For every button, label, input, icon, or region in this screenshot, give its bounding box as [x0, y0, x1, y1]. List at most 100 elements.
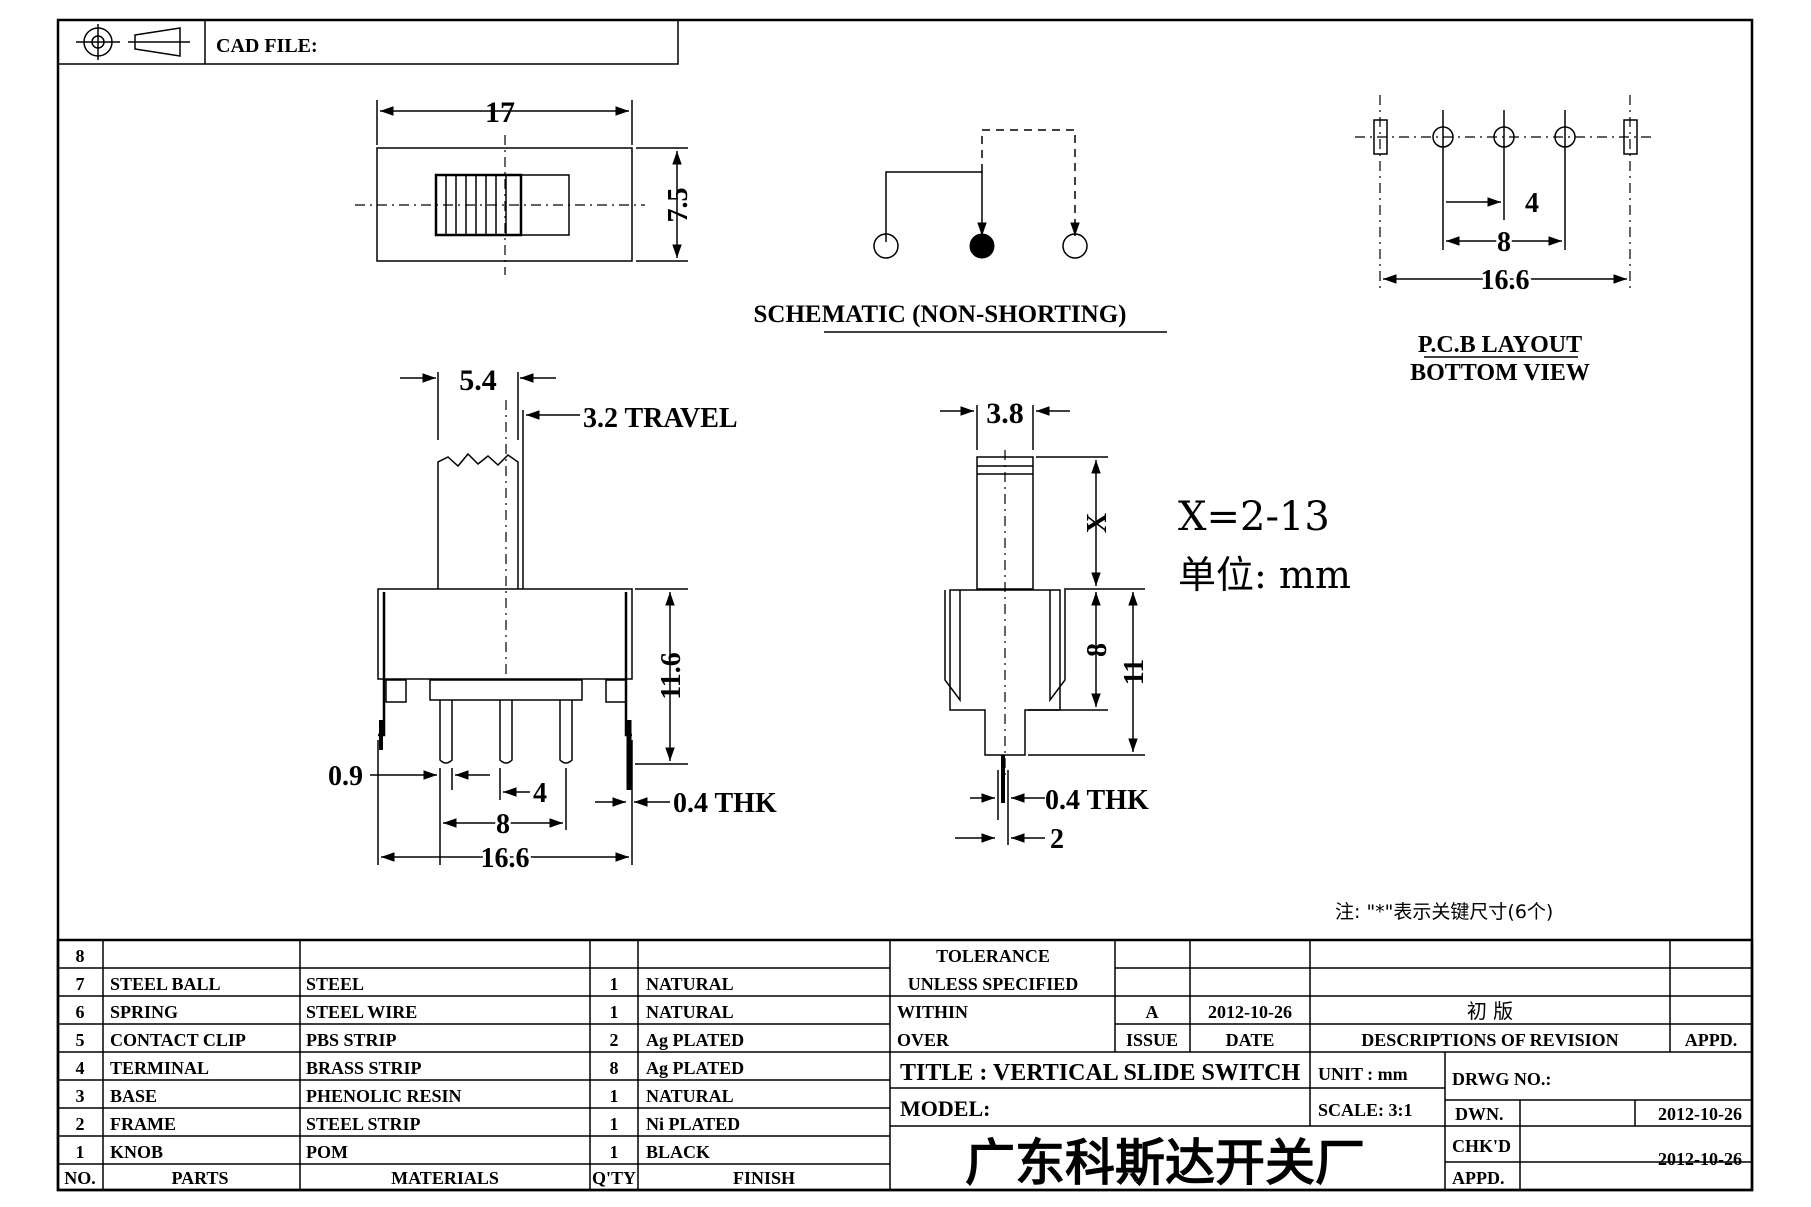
bom-row-part: STEEL BALL	[110, 974, 221, 994]
pitch-dim: 4	[533, 778, 547, 809]
bill-of-materials: 8 7 STEEL BALL STEEL 1 NATURAL 6 SPRING …	[56, 938, 1754, 1192]
over-label: OVER	[897, 1030, 950, 1050]
front-view: 5.4 3.2 TRAVEL 11.6 0.9 4 8 16.6 0.4 THK	[328, 364, 777, 877]
travel-dim: 3.2 TRAVEL	[583, 403, 738, 434]
top-width-dim: 17	[485, 96, 515, 129]
bom-row-no: 2	[76, 1114, 85, 1134]
bom-row-qty: 1	[610, 974, 619, 994]
pcb-pitch-dim: 4	[1525, 188, 1539, 219]
bom-row-finish: NATURAL	[646, 1086, 734, 1106]
bom-row-material: BRASS STRIP	[306, 1058, 422, 1078]
drawn-date: 2012-10-26	[1658, 1104, 1742, 1124]
side-body-height-dim: 8	[1082, 643, 1113, 657]
unit-label: UNIT : mm	[1318, 1064, 1408, 1084]
overall-width-dim: 16.6	[481, 843, 530, 874]
model-label: MODEL:	[900, 1096, 990, 1121]
bom-row-material: STEEL WIRE	[306, 1002, 417, 1022]
revision-date: 2012-10-26	[1208, 1002, 1292, 1022]
bom-row-material: STEEL	[306, 974, 364, 994]
schematic-label: SCHEMATIC (NON-SHORTING)	[754, 301, 1127, 328]
scale-label: SCALE: 3:1	[1318, 1100, 1413, 1120]
drawn-label: DWN.	[1455, 1104, 1504, 1124]
body-height-dim: 11.6	[656, 652, 687, 699]
terminal-left	[873, 233, 899, 259]
span-dim: 8	[496, 809, 510, 840]
bom-row-no: 6	[76, 1002, 85, 1022]
bom-row-no: 7	[76, 974, 85, 994]
title-block: TOLERANCE UNLESS SPECIFIED WITHIN OVER A…	[890, 940, 1752, 1192]
cad-file-label: CAD FILE:	[216, 35, 318, 57]
revision-issue: A	[1146, 1002, 1159, 1022]
header: CAD FILE:	[57, 19, 679, 65]
side-thickness-dim: 0.4 THK	[1045, 785, 1149, 816]
side-overall-height-dim: 11	[1119, 659, 1150, 685]
unless-specified-label: UNLESS SPECIFIED	[908, 974, 1079, 994]
bom-row-qty: 8	[610, 1058, 619, 1078]
appd-label: APPD.	[1685, 1030, 1738, 1050]
bom-row-material: STEEL STRIP	[306, 1114, 421, 1134]
side-knob-width-dim: 3.8	[986, 397, 1024, 430]
bom-row-qty: 1	[610, 1002, 619, 1022]
date-label: DATE	[1226, 1030, 1275, 1050]
side-view: 3.8 X 8 11 0.4 THK 2 X=2-13 单位: mm	[940, 397, 1351, 855]
bom-row-qty: 2	[610, 1030, 619, 1050]
bom-row-no: 1	[76, 1142, 85, 1162]
bom-row-qty: 1	[610, 1114, 619, 1134]
pin-width-dim: 0.9	[328, 761, 363, 792]
terminal-right	[1062, 233, 1088, 259]
top-view: 17 7.5	[355, 96, 694, 275]
tolerance-label: TOLERANCE	[936, 946, 1050, 966]
bom-row-part: KNOB	[110, 1142, 163, 1162]
key-dimension-note: 注: "*"表示关键尺寸(6个)	[1335, 901, 1553, 923]
bom-row-part: SPRING	[110, 1002, 178, 1022]
pcb-label-line1: P.C.B LAYOUT	[1418, 332, 1582, 358]
bom-row-finish: NATURAL	[646, 974, 734, 994]
bom-row-finish: BLACK	[646, 1142, 710, 1162]
pcb-span-dim: 8	[1497, 227, 1511, 258]
pcb-label-line2: BOTTOM VIEW	[1410, 360, 1590, 386]
x-range-label: X=2-13	[1178, 494, 1330, 540]
bom-row-part: FRAME	[110, 1114, 176, 1134]
bom-row-no: 3	[76, 1086, 85, 1106]
bom-row-part: BASE	[110, 1086, 157, 1106]
bom-row-material: POM	[306, 1142, 348, 1162]
revision-description: 初 版	[1467, 999, 1513, 1023]
bom-row-finish: Ni PLATED	[646, 1114, 740, 1134]
bom-row-part: CONTACT CLIP	[110, 1030, 246, 1050]
checked-label: CHK'D	[1452, 1136, 1511, 1156]
bom-row-material: PBS STRIP	[306, 1030, 397, 1050]
bom-row-qty: 1	[610, 1142, 619, 1162]
company-name: 广东科斯达开关厂	[965, 1134, 1365, 1192]
bom-row-material: PHENOLIC RESIN	[306, 1086, 462, 1106]
bom-row-part: TERMINAL	[110, 1058, 209, 1078]
pin-offset-dim: 2	[1050, 824, 1064, 855]
bom-row-finish: Ag PLATED	[646, 1058, 744, 1078]
bom-row-no: 4	[76, 1058, 85, 1078]
bom-row-qty: 1	[610, 1086, 619, 1106]
description-label: DESCRIPTIONS OF REVISION	[1361, 1030, 1618, 1050]
drawing-title: TITLE : VERTICAL SLIDE SWITCH	[900, 1060, 1301, 1086]
knob-width-dim: 5.4	[459, 364, 497, 397]
third-angle-projection-icon	[76, 24, 190, 60]
bom-header-qty: Q'TY	[592, 1168, 636, 1188]
bom-row-no: 8	[76, 946, 85, 966]
knob-height-dim: X	[1082, 513, 1113, 533]
bom-row-no: 5	[76, 1030, 85, 1050]
schematic: SCHEMATIC (NON-SHORTING)	[754, 129, 1167, 333]
unit-note: 单位: mm	[1178, 553, 1351, 597]
approved-label: APPD.	[1452, 1168, 1505, 1188]
bom-header-parts: PARTS	[171, 1168, 228, 1188]
bom-header-no: NO.	[64, 1168, 96, 1188]
checked-date: 2012-10-26	[1658, 1149, 1742, 1169]
thickness-dim: 0.4 THK	[673, 788, 777, 819]
issue-label: ISSUE	[1126, 1030, 1178, 1050]
top-height-dim: 7.5	[663, 188, 694, 223]
bom-row-finish: NATURAL	[646, 1002, 734, 1022]
within-label: WITHIN	[897, 1002, 968, 1022]
bom-header-finish: FINISH	[733, 1168, 795, 1188]
bom-header-materials: MATERIALS	[391, 1168, 499, 1188]
terminal-common	[969, 233, 995, 259]
pcb-layout: 4 8 16.6 P.C.B LAYOUT BOTTOM VIEW	[1355, 95, 1655, 386]
pcb-overall-dim: 16.6	[1481, 265, 1530, 296]
